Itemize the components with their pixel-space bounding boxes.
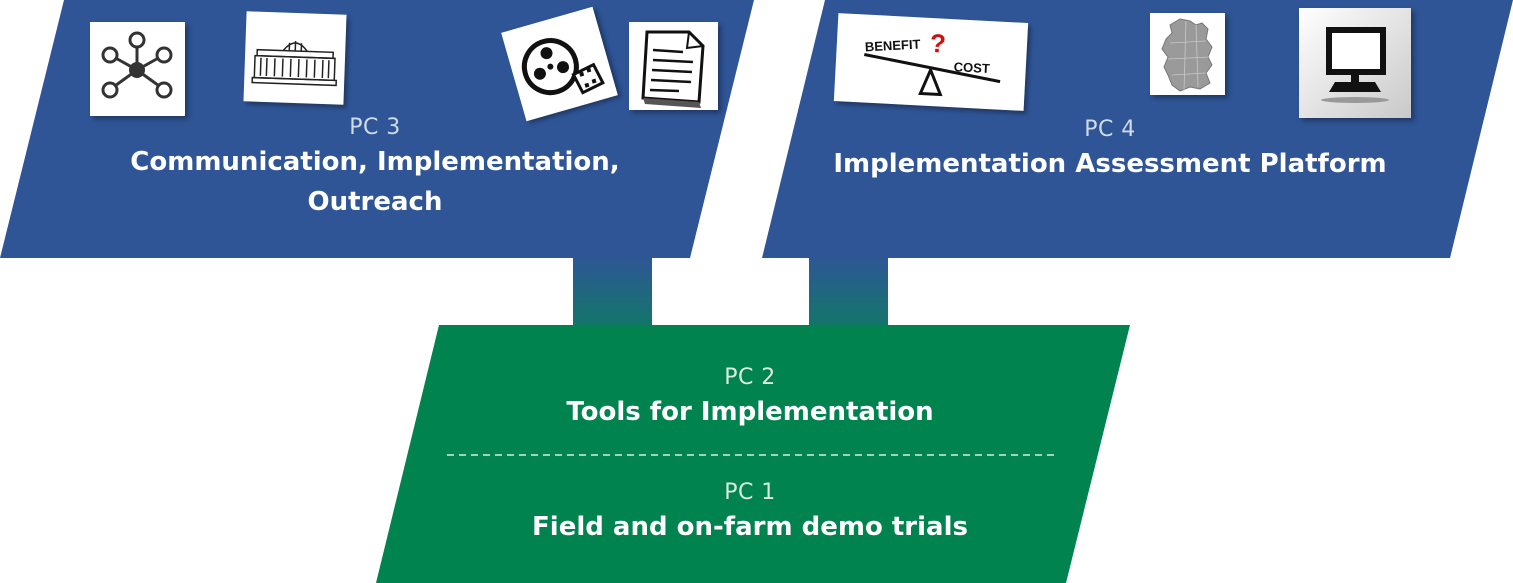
pc4-code: PC 4 — [1084, 117, 1136, 142]
pc2-label: PC 2 Tools for Implementation — [400, 365, 1100, 432]
pc2-title: Tools for Implementation — [566, 397, 934, 427]
connector-right — [809, 255, 888, 335]
germany-map-icon — [1150, 13, 1225, 95]
connector-left — [573, 255, 652, 335]
pc1-code: PC 1 — [724, 480, 776, 505]
computer-monitor-icon — [1299, 8, 1411, 118]
pc1-label: PC 1 Field and on-farm demo trials — [400, 480, 1100, 547]
pc4-label: PC 4 Implementation Assessment Platform — [760, 117, 1460, 184]
network-icon — [90, 22, 185, 116]
pc1-title: Field and on-farm demo trials — [532, 512, 968, 542]
pc2-code: PC 2 — [724, 365, 776, 390]
parliament-building-icon — [243, 11, 347, 105]
pc3-code: PC 3 — [349, 115, 401, 140]
benefit-cost-scale-icon: BENEFIT ? COST — [833, 13, 1029, 111]
film-reel-icon — [501, 6, 618, 122]
pc3-title-line2: Outreach — [307, 187, 443, 217]
pc1-pc2-panel — [376, 325, 1130, 583]
pc4-title: Implementation Assessment Platform — [833, 149, 1387, 179]
pc3-title-line1: Communication, Implementation, — [130, 147, 620, 177]
pc3-label: PC 3 Communication, Implementation, Outr… — [0, 115, 750, 222]
document-icon — [629, 22, 718, 110]
